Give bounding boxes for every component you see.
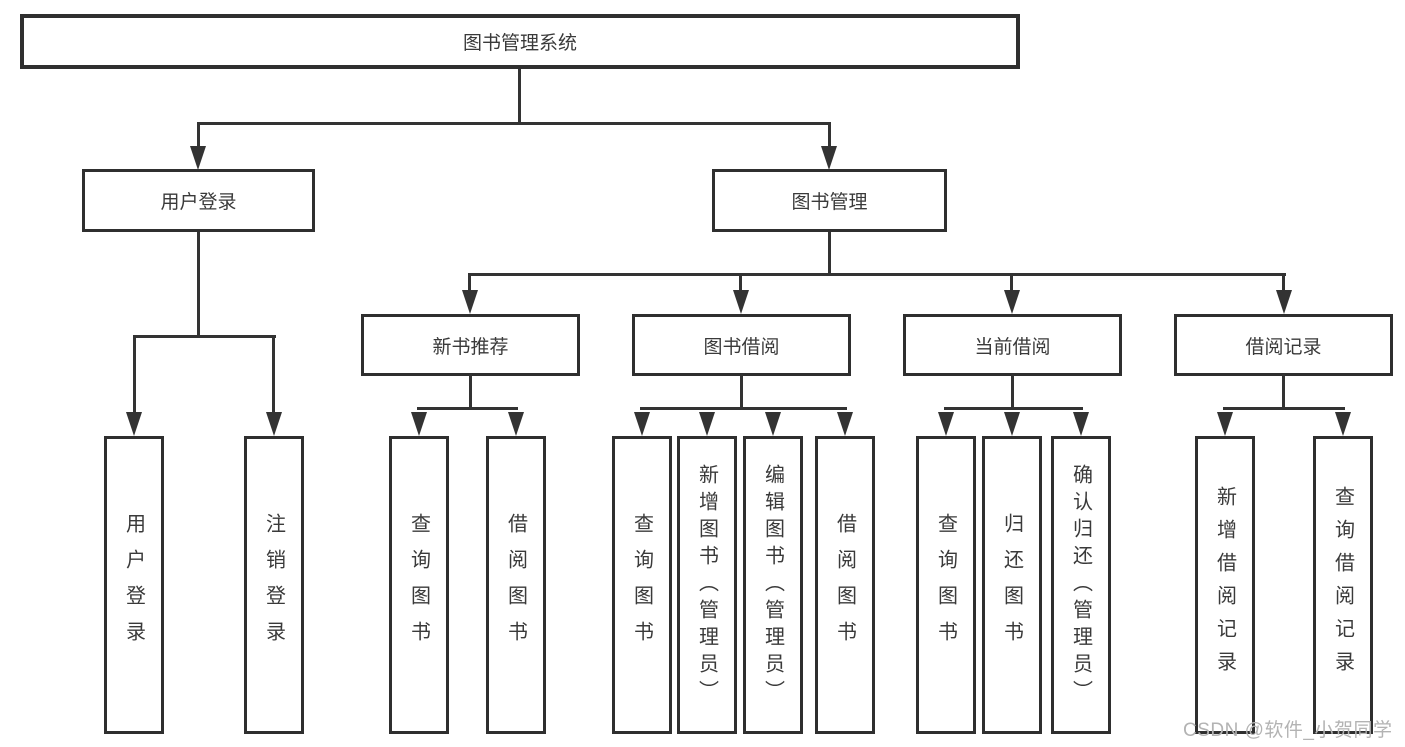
connector-line <box>740 374 743 410</box>
connector-line <box>1282 273 1285 293</box>
arrow-down-icon <box>462 290 478 314</box>
connector-line <box>1282 374 1285 410</box>
arrow-down-icon <box>190 146 206 170</box>
arrow-down-icon <box>508 412 524 436</box>
leaf-query-borrow-record: 查询借阅记录 <box>1313 436 1373 734</box>
node-library-management-system: 图书管理系统 <box>20 14 1020 69</box>
arrow-down-icon <box>1276 290 1292 314</box>
leaf-user-login: 用户登录 <box>104 436 164 734</box>
connector-line <box>133 335 276 338</box>
leaf-edit-book-admin: 编辑图书（管理员） <box>743 436 803 734</box>
leaf-add-book-admin: 新增图书（管理员） <box>677 436 737 734</box>
connector-line <box>272 335 275 415</box>
connector-line <box>739 273 742 293</box>
node-user-login: 用户登录 <box>82 169 315 232</box>
arrow-down-icon <box>634 412 650 436</box>
connector-line <box>133 335 136 415</box>
arrow-down-icon <box>1004 412 1020 436</box>
leaf-add-borrow-record: 新增借阅记录 <box>1195 436 1255 734</box>
arrow-down-icon <box>938 412 954 436</box>
arrow-down-icon <box>765 412 781 436</box>
connector-line <box>1011 374 1014 410</box>
arrow-down-icon <box>1073 412 1089 436</box>
leaf-query-books-current: 查询图书 <box>916 436 976 734</box>
connector-line <box>468 273 471 293</box>
node-current-borrowing: 当前借阅 <box>903 314 1122 376</box>
node-book-borrowing: 图书借阅 <box>632 314 851 376</box>
connector-line <box>640 407 847 410</box>
arrow-down-icon <box>126 412 142 436</box>
leaf-borrow-books-recommend: 借阅图书 <box>486 436 546 734</box>
node-new-book-recommendation: 新书推荐 <box>361 314 580 376</box>
leaf-confirm-return-admin: 确认归还（管理员） <box>1051 436 1111 734</box>
arrow-down-icon <box>837 412 853 436</box>
arrow-down-icon <box>1004 290 1020 314</box>
connector-line <box>518 69 521 123</box>
leaf-logout: 注销登录 <box>244 436 304 734</box>
leaf-borrow-books-borrowing: 借阅图书 <box>815 436 875 734</box>
arrow-down-icon <box>266 412 282 436</box>
arrow-down-icon <box>1217 412 1233 436</box>
connector-line <box>197 122 200 150</box>
arrow-down-icon <box>733 290 749 314</box>
connector-line <box>469 374 472 410</box>
connector-line <box>197 122 831 125</box>
arrow-down-icon <box>411 412 427 436</box>
node-borrowing-records: 借阅记录 <box>1174 314 1393 376</box>
leaf-query-books-borrowing: 查询图书 <box>612 436 672 734</box>
connector-line <box>944 407 1083 410</box>
leaf-query-books-recommend: 查询图书 <box>389 436 449 734</box>
connector-line <box>828 122 831 150</box>
connector-line <box>1223 407 1345 410</box>
connector-line <box>828 232 831 276</box>
connector-line <box>468 273 1286 276</box>
connector-line <box>417 407 518 410</box>
node-book-management: 图书管理 <box>712 169 947 232</box>
leaf-return-books: 归还图书 <box>982 436 1042 734</box>
arrow-down-icon <box>821 146 837 170</box>
connector-line <box>1010 273 1013 293</box>
csdn-watermark: CSDN @软件_小贺同学 <box>1183 720 1393 741</box>
arrow-down-icon <box>1335 412 1351 436</box>
connector-line <box>197 232 200 335</box>
arrow-down-icon <box>699 412 715 436</box>
